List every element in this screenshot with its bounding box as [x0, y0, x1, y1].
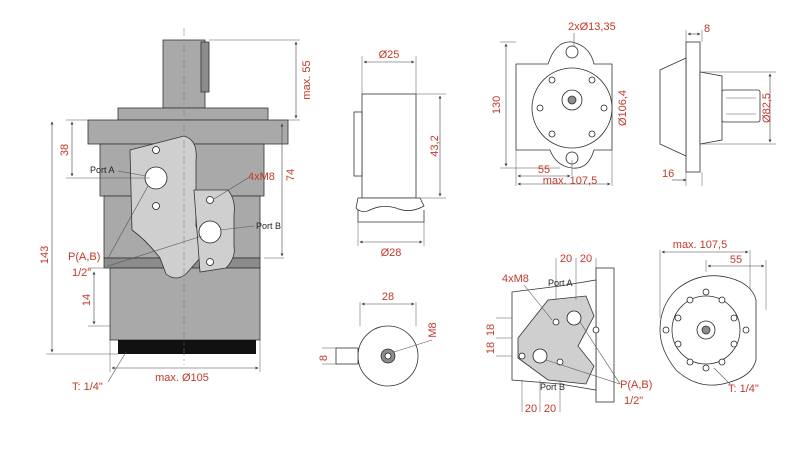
- rear-bolt: [730, 340, 738, 348]
- label-4xm8-ports: 4xM8: [502, 273, 529, 285]
- flange-bolt: [588, 130, 596, 138]
- ports-flange-plate: [595, 267, 615, 403]
- label-port-a: Port A: [90, 165, 115, 175]
- flange-side-view: 8 Ø82,5 16: [659, 23, 776, 186]
- rear-view: max. 107,5 55 T: 1/4": [659, 239, 767, 395]
- bolt-hole: [152, 202, 160, 210]
- dim-18-b: 18: [485, 342, 497, 354]
- shaft-key: [200, 41, 210, 93]
- shaft-end-view: 28 M8 8: [318, 291, 439, 387]
- label-port-a-ports: Port A: [548, 278, 573, 288]
- shaft-outline: [361, 93, 417, 199]
- dim-143: 143: [39, 246, 51, 264]
- label-m8: M8: [427, 322, 439, 337]
- dim-d106-4: Ø106,4: [617, 90, 629, 126]
- flange-side-neck: [699, 71, 723, 145]
- rear-bolt: [702, 364, 710, 372]
- rear-bolt: [718, 296, 726, 304]
- rear-bolt: [674, 314, 682, 322]
- flange-bolt: [548, 130, 556, 138]
- rear-bolt: [702, 288, 710, 296]
- shaft-detail-view: Ø25 43,2 Ø28: [353, 49, 446, 259]
- flange-bolt: [548, 76, 556, 84]
- rear-bolt: [674, 340, 682, 348]
- flange-side-plate: [685, 41, 701, 173]
- shaft-key-outline: [353, 111, 363, 177]
- dim-74: 74: [285, 169, 297, 181]
- flange-side-body: [659, 57, 687, 157]
- dim-max-55: max. 55: [301, 60, 313, 99]
- ports-side-view: 4xM8 20 20 Port A 18 18 Port B 20 20 P(A…: [485, 253, 652, 415]
- dim-38: 38: [59, 144, 71, 156]
- dim-max-107-5-rear: max. 107,5: [673, 239, 727, 251]
- dim-20-bottom-b: 20: [544, 403, 556, 415]
- label-half-inch-ports: 1/2": [624, 395, 643, 407]
- rear-center: [701, 325, 711, 335]
- shaft-base: [355, 197, 425, 212]
- rear-bolt: [662, 326, 670, 334]
- label-t-quarter: T: 1/4": [72, 381, 103, 393]
- rear-bolt: [686, 296, 694, 304]
- shaft-end-key: [335, 347, 359, 365]
- dim-20-bottom-a: 20: [525, 403, 537, 415]
- dim-43-2: 43,2: [429, 135, 441, 156]
- label-t-quarter-rear: T: 1/4": [728, 383, 759, 395]
- dim-20-top-b: 20: [580, 253, 592, 265]
- dim-max-d105: max. Ø105: [155, 372, 209, 384]
- bolt-hole: [152, 146, 160, 154]
- mount-hole-top: [565, 45, 579, 59]
- label-4xm8: 4xM8: [248, 171, 275, 183]
- dim-20-top-a: 20: [560, 253, 572, 265]
- flange-front-view: 2xØ13,35 130 Ø106,4 55 max. 107,5: [491, 21, 629, 187]
- main-side-view: max. 55 74 38 143 14 Port A Port B 4xM8 …: [39, 28, 313, 393]
- label-port-b-ports: Port B: [540, 382, 565, 392]
- flange-bolt: [600, 104, 608, 112]
- label-port-b: Port B: [256, 221, 281, 231]
- dim-14: 14: [81, 294, 93, 306]
- dim-55-rear: 55: [730, 254, 742, 266]
- dim-130: 130: [491, 96, 503, 114]
- flange-center: [567, 95, 577, 105]
- label-2x-d13-35: 2xØ13,35: [568, 21, 616, 33]
- ports-port-b: [532, 348, 548, 364]
- port-b-hole: [198, 220, 222, 244]
- flange-neck: [117, 107, 269, 121]
- dim-18-a: 18: [485, 324, 497, 336]
- ports-bolt: [556, 358, 564, 366]
- rear-bolt: [742, 326, 750, 334]
- dim-d25: Ø25: [379, 49, 400, 61]
- rear-bolt: [686, 358, 694, 366]
- label-pab: P(A,B): [68, 251, 100, 263]
- dim-max-107-5: max. 107,5: [543, 175, 597, 187]
- dim-8: 8: [318, 355, 330, 361]
- bolt-hole: [206, 196, 214, 204]
- label-pab-ports: P(A,B): [620, 379, 652, 391]
- ports-port-a: [566, 310, 582, 326]
- dim-d28: Ø28: [381, 247, 402, 259]
- flange-bolt: [588, 76, 596, 84]
- flange-bolt: [536, 104, 544, 112]
- rear-bolts: [118, 340, 256, 354]
- m8-hole: [384, 352, 392, 360]
- bolt-hole: [206, 258, 214, 266]
- flange-side-shaft: [721, 89, 761, 123]
- rear-bolt: [730, 314, 738, 322]
- dim-28: 28: [382, 291, 394, 303]
- ports-bolt: [592, 326, 600, 334]
- dim-d82-5: Ø82,5: [761, 93, 773, 123]
- dim-55: 55: [538, 164, 550, 176]
- dim-16: 16: [662, 168, 674, 180]
- rear-bolt: [718, 358, 726, 366]
- ports-bolt: [552, 318, 560, 326]
- motor-housing-lower: [109, 267, 261, 341]
- dim-8-side: 8: [704, 23, 710, 35]
- label-half-inch: 1/2": [72, 267, 91, 279]
- ports-bolt: [518, 352, 526, 360]
